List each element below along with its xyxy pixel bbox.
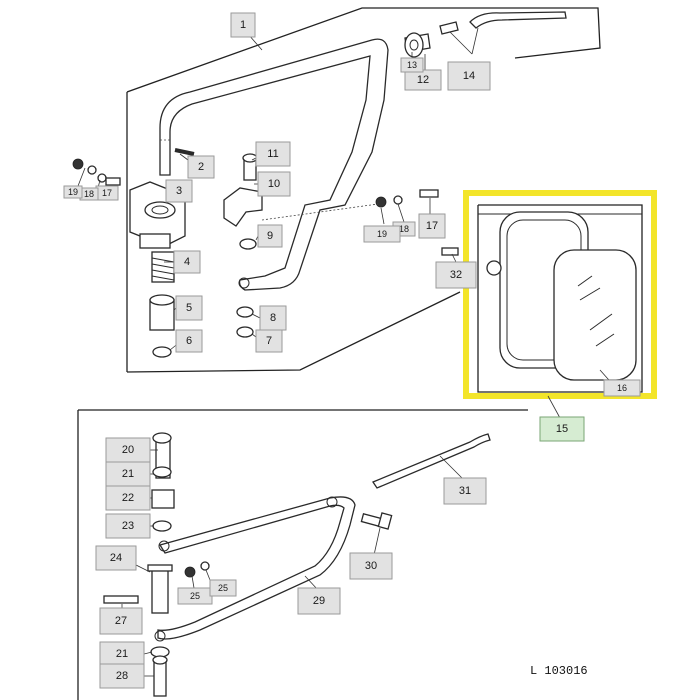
callout-23: 23	[105, 513, 151, 539]
svg-text:17: 17	[426, 220, 438, 232]
callout-31: 31	[443, 477, 487, 505]
callout-8: 8	[259, 305, 287, 331]
svg-text:9: 9	[267, 230, 273, 242]
svg-text:28: 28	[116, 670, 128, 682]
svg-text:12: 12	[417, 74, 429, 86]
svg-text:17: 17	[102, 188, 112, 198]
callout-16: 16	[603, 379, 641, 397]
svg-text:16: 16	[617, 383, 627, 393]
callout-3: 3	[165, 179, 193, 203]
callout-29: 29	[297, 587, 341, 615]
callout-20: 20	[105, 437, 151, 463]
svg-text:15: 15	[556, 423, 568, 435]
drawing-reference-number: L 103016	[530, 664, 588, 678]
spring-and-bushing	[149, 251, 175, 358]
upper-assembly-panel	[126, 7, 601, 373]
svg-text:3: 3	[176, 185, 182, 197]
callout-25-right: 25	[209, 579, 237, 597]
svg-text:8: 8	[270, 312, 276, 324]
callout-27: 27	[99, 607, 143, 635]
svg-text:32: 32	[450, 269, 462, 281]
lower-arm-29	[154, 496, 356, 642]
mirror-highlight-box	[463, 190, 657, 399]
svg-text:25: 25	[218, 583, 228, 593]
callout-21-top: 21	[105, 461, 151, 487]
callout-12: 12	[404, 69, 442, 91]
callout-5: 5	[175, 295, 203, 321]
svg-text:27: 27	[115, 615, 127, 627]
svg-text:29: 29	[313, 595, 325, 607]
svg-text:30: 30	[365, 560, 377, 572]
svg-text:13: 13	[407, 60, 417, 70]
svg-text:31: 31	[459, 485, 471, 497]
callout-30: 30	[349, 552, 393, 580]
bolt-30	[360, 512, 393, 530]
svg-text:4: 4	[184, 256, 190, 268]
svg-text:18: 18	[399, 224, 409, 234]
svg-text:21: 21	[122, 468, 134, 480]
callout-19-left: 19	[63, 185, 83, 199]
callout-18-left: 18	[79, 187, 99, 201]
callout-14: 14	[447, 61, 491, 91]
callout-15: 15	[539, 416, 585, 442]
callout-9: 9	[257, 224, 283, 248]
svg-text:2: 2	[198, 161, 204, 173]
upper-rod-31	[372, 433, 491, 489]
callout-21-bottom: 21	[99, 641, 145, 667]
callout-19-right: 19	[363, 225, 401, 243]
svg-text:7: 7	[266, 335, 272, 347]
callout-10: 10	[257, 171, 291, 197]
callout-24: 24	[95, 545, 137, 571]
callout-25-left: 25	[177, 587, 213, 605]
callout-6: 6	[175, 329, 203, 353]
callout-4: 4	[173, 250, 201, 274]
callout-22: 22	[105, 485, 151, 511]
callout-28: 28	[99, 663, 145, 689]
mirror-arm	[159, 38, 389, 291]
left-stack-parts	[103, 432, 210, 697]
callout-17-left: 17	[95, 185, 119, 201]
svg-text:24: 24	[110, 552, 122, 564]
svg-text:6: 6	[186, 335, 192, 347]
svg-text:21: 21	[116, 648, 128, 660]
callout-32: 32	[435, 261, 477, 289]
svg-text:25: 25	[190, 591, 200, 601]
svg-text:22: 22	[122, 492, 134, 504]
callout-7: 7	[255, 329, 283, 353]
svg-text:19: 19	[377, 229, 387, 239]
left-fasteners	[72, 158, 121, 189]
rod-end-assembly	[404, 11, 567, 58]
lower-assembly-panel	[77, 409, 528, 700]
callout-1: 1	[230, 12, 256, 38]
svg-text:5: 5	[186, 302, 192, 314]
svg-text:20: 20	[122, 444, 134, 456]
pivot-bracket-10	[223, 153, 263, 338]
callout-11: 11	[255, 141, 291, 167]
svg-text:11: 11	[267, 148, 278, 160]
pin-part-2	[174, 148, 195, 156]
callout-2: 2	[187, 155, 215, 179]
svg-text:19: 19	[68, 187, 78, 197]
callout-17-right: 17	[418, 213, 446, 239]
svg-text:10: 10	[268, 178, 280, 190]
svg-text:14: 14	[463, 70, 475, 82]
svg-text:23: 23	[122, 520, 134, 532]
mirror-head-assembly	[441, 204, 643, 393]
svg-text:1: 1	[240, 19, 246, 31]
svg-text:18: 18	[84, 189, 94, 199]
callout-13: 13	[400, 57, 424, 73]
